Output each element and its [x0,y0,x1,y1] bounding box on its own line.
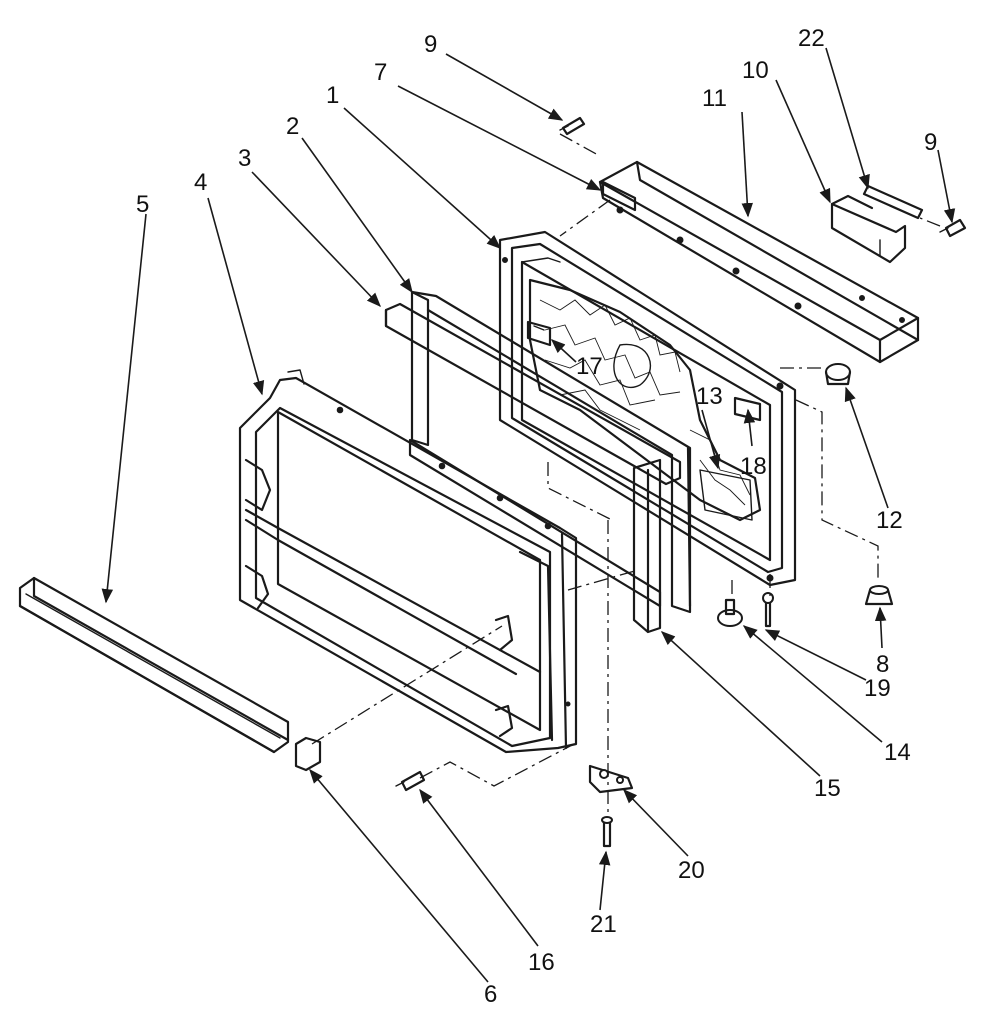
leader-lines [101,47,956,983]
screw-9-top [559,116,586,136]
part-20-bracket [588,764,634,794]
callout-5: 5 [136,191,149,218]
callout-labels: 1 2 3 4 5 6 7 8 9 9 10 11 12 13 14 15 16… [136,25,937,1008]
part-5-handle [18,576,290,754]
callout-7: 7 [374,59,387,86]
callout-22: 22 [798,25,825,52]
part-16-screw [395,770,426,792]
callout-9-top: 9 [424,31,437,58]
callout-14: 14 [884,739,911,766]
part-19-screw [762,592,774,628]
part-13-foam [699,469,753,521]
callout-2: 2 [286,113,299,140]
part-11-rail [598,160,920,364]
callout-19: 19 [864,675,891,702]
callout-17: 17 [576,353,603,380]
part-6-clip [294,736,322,772]
part-17-clip [526,320,552,347]
callout-3: 3 [238,145,251,172]
part-7-bracket [601,180,637,212]
callout-16: 16 [528,949,555,976]
part-3-gasket [384,302,682,486]
callout-12: 12 [876,507,903,534]
callout-10: 10 [742,57,769,84]
callout-21: 21 [590,911,617,938]
screw-9-right [939,218,967,238]
callout-6: 6 [484,981,497,1008]
callout-13: 13 [696,383,723,410]
assembly-lines [311,133,941,818]
part-12-plug [824,363,852,386]
callout-4: 4 [194,169,207,196]
callout-20: 20 [678,857,705,884]
callout-9-right: 9 [924,129,937,156]
callout-1: 1 [326,82,339,109]
part-1-inner-panel [498,230,797,587]
part-14-nut [717,598,743,627]
part-4-door-liner [238,369,578,754]
part-22-plate [862,184,924,220]
part-10-hinge [830,194,907,264]
part-18-clip [733,396,762,422]
part-15-strip [632,458,662,634]
part-21-screw [601,816,613,848]
callout-18: 18 [740,453,767,480]
callout-11: 11 [702,85,727,112]
callout-8: 8 [876,651,889,678]
callout-15: 15 [814,775,841,802]
part-8-bumper [864,585,894,606]
